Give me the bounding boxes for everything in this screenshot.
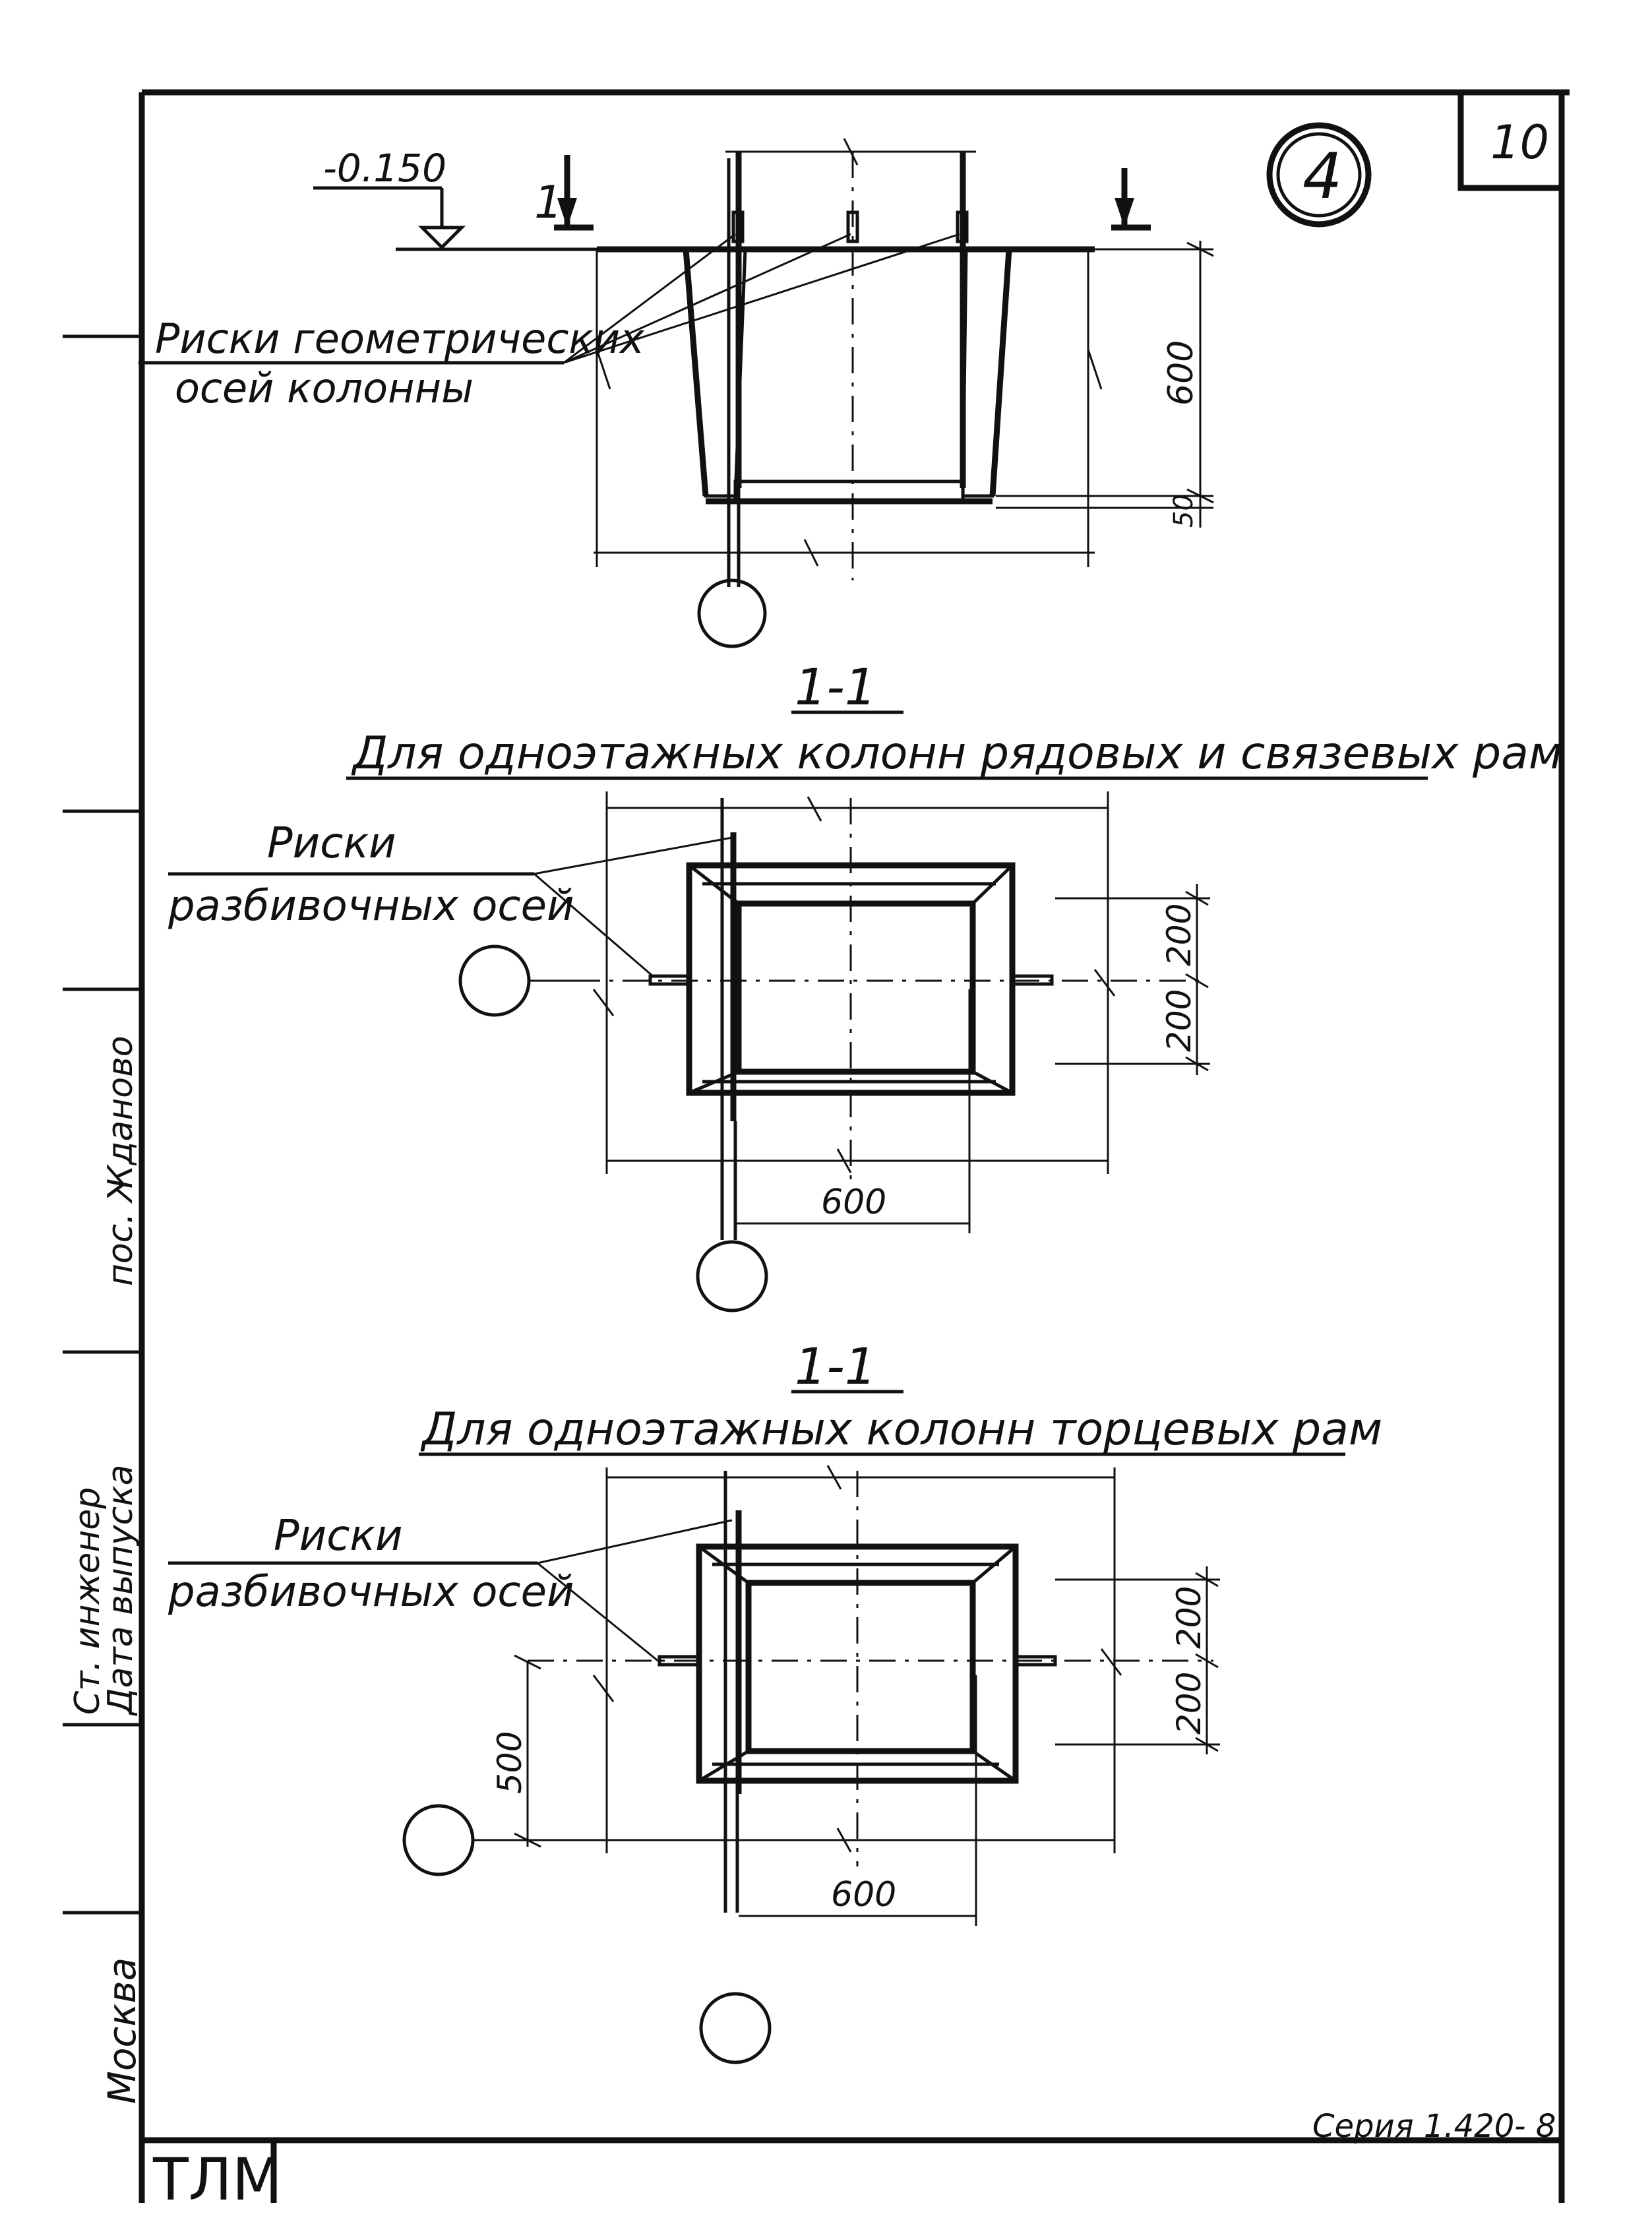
title-block: Серия 1.420- 8 ТЛМ (152, 2108, 1556, 2213)
elevation-view: -0.150 1 Риски геомет (138, 138, 1214, 648)
stamp-logo: ТЛМ (152, 2145, 282, 2213)
section1-dim-top: 200 (1160, 904, 1198, 966)
section1-mark: 1-1 (795, 658, 876, 716)
side-stamp-field2: Ст. инженер (68, 1487, 107, 1715)
axis-bubble-s2-bottom (699, 1992, 772, 2064)
dim-depth: 600 (1161, 340, 1201, 406)
section1-title: Для одноэтажных колонн рядовых и связевы… (351, 727, 1562, 780)
section2-mark: 1-1 (795, 1337, 876, 1396)
axis-bubble-s1-left (458, 944, 531, 1017)
axis-bubble-elevation (697, 578, 767, 648)
axis-bubble-s2-left (402, 1804, 475, 1876)
elevation-label-line2: осей колонны (175, 364, 474, 412)
dim-bottom: 50 (1169, 494, 1199, 528)
level-mark: -0.150 (323, 146, 446, 191)
section2-label-line1: Риски (274, 1512, 403, 1560)
section-2: 1-1 Для одноэтажных колонн торцевых рам … (168, 1337, 1382, 2064)
section2-dim-top: 200 (1170, 1586, 1208, 1649)
section1-label-line2: разбивочных осей (168, 882, 574, 931)
series-label: Серия 1.420- 8 (1312, 2108, 1556, 2145)
section2-label-line2: разбивочных осей (168, 1568, 574, 1617)
section2-dim-width: 600 (831, 1875, 896, 1915)
sheet-number: 10 (1490, 115, 1549, 170)
side-stamp-city: Москва (100, 1958, 144, 2104)
section-mark-left: 1 (534, 177, 563, 229)
sheet-frame (138, 89, 1570, 2203)
detail-mark-number: 4 (1302, 140, 1342, 213)
side-stamp: пос. Жданово 1977 Дата выпуска Ст. инжен… (63, 334, 144, 2104)
section2-dim-offset: 500 (491, 1731, 529, 1794)
elevation-label-line1: Риски геометрических (155, 315, 645, 363)
section-1: 1-1 Для одноэтажных колонн рядовых и свя… (168, 658, 1562, 1312)
section2-dim-bottom: 200 (1170, 1672, 1208, 1735)
side-stamp-field4: пос. Жданово (101, 1035, 140, 1286)
section1-dim-width: 600 (821, 1183, 886, 1222)
axis-bubble-s1-bottom (696, 1240, 768, 1312)
detail-mark: 4 (1266, 122, 1372, 228)
section1-label-line1: Риски (267, 819, 396, 868)
side-stamp-field3: Дата выпуска (101, 1464, 140, 1716)
section1-dim-bottom: 200 (1160, 989, 1198, 1052)
section2-title: Для одноэтажных колонн торцевых рам (420, 1403, 1382, 1456)
